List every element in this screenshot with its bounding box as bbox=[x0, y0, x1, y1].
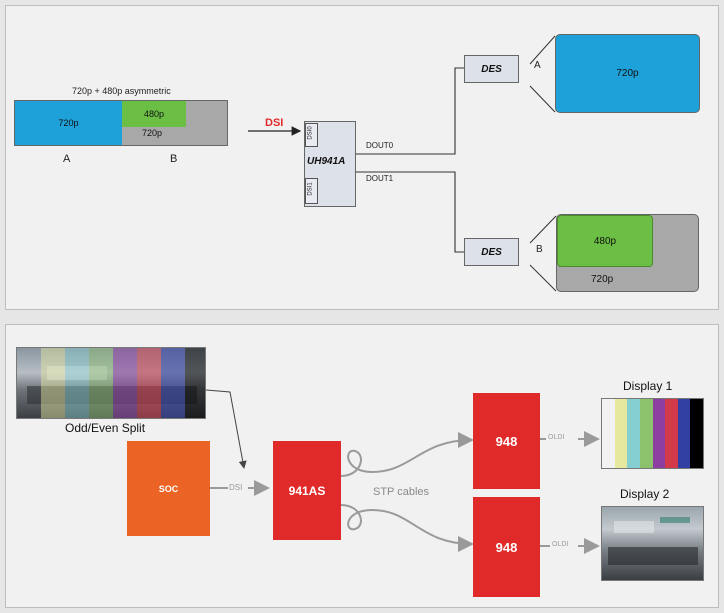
color-bar bbox=[639, 399, 653, 468]
des-948-bottom-label: 948 bbox=[495, 539, 518, 555]
display-b-480p-label: 480p bbox=[593, 235, 617, 247]
source-480p-label: 480p bbox=[143, 109, 165, 119]
source-label-b: B bbox=[170, 153, 178, 165]
color-bar bbox=[652, 399, 666, 468]
dout1-label: DOUT1 bbox=[366, 174, 394, 183]
display1-color-bars bbox=[601, 398, 704, 469]
flare-b-upper bbox=[529, 215, 557, 244]
tint-strip-6 bbox=[161, 348, 185, 418]
color-bar bbox=[614, 399, 628, 468]
dout0-line bbox=[355, 67, 465, 155]
des-bottom-label: DES bbox=[481, 246, 502, 258]
soc-label: SOC bbox=[158, 483, 179, 494]
photo-highlight bbox=[614, 521, 654, 533]
des-top-label: DES bbox=[481, 63, 502, 75]
soc-dsi-label: DSI bbox=[229, 483, 243, 492]
des-948-top: 948 bbox=[473, 393, 540, 489]
uh941a-label: UH941A bbox=[307, 156, 346, 167]
source-720p-region: 720p bbox=[15, 101, 122, 145]
tint-strip-7 bbox=[185, 348, 205, 418]
stp-cable-upper bbox=[340, 432, 474, 477]
output-label-b: B bbox=[536, 244, 543, 255]
des-948-bottom: 948 bbox=[473, 497, 540, 597]
flare-a-lower bbox=[529, 85, 556, 113]
des-948-top-label: 948 bbox=[495, 433, 518, 449]
dsi1-port bbox=[305, 178, 318, 204]
color-bar bbox=[602, 399, 615, 468]
photo-cable-accent bbox=[660, 517, 690, 523]
odd-even-split-image bbox=[16, 347, 206, 419]
flare-a-upper bbox=[529, 35, 556, 65]
color-bar bbox=[665, 399, 678, 468]
soc-block: SOC bbox=[127, 441, 210, 536]
dsi-label: DSI bbox=[265, 117, 284, 129]
display-b-720p-label: 720p bbox=[591, 274, 614, 285]
photo-shadow bbox=[608, 547, 698, 565]
source-480p-region: 480p bbox=[122, 101, 186, 127]
source-720p-b-label: 720p bbox=[142, 128, 163, 138]
dout0-label: DOUT0 bbox=[366, 141, 394, 150]
display-a: 720p bbox=[555, 34, 700, 113]
stp-cable-lower bbox=[340, 504, 474, 552]
tint-strip-3 bbox=[89, 348, 113, 418]
color-bar bbox=[690, 399, 703, 468]
tint-strip-2 bbox=[65, 348, 89, 418]
output-label-a: A bbox=[534, 60, 541, 71]
display1-label: Display 1 bbox=[623, 379, 673, 393]
tint-strip-1 bbox=[41, 348, 65, 418]
dout1-line bbox=[355, 171, 465, 253]
flare-b-lower bbox=[529, 264, 557, 292]
tint-strip-4 bbox=[113, 348, 137, 418]
tint-strip-5 bbox=[137, 348, 161, 418]
chip-941as: 941AS bbox=[273, 441, 341, 540]
source-720p-label: 720p bbox=[58, 118, 79, 128]
display2-label: Display 2 bbox=[620, 487, 670, 501]
display2-camera-image bbox=[601, 506, 704, 581]
color-bar bbox=[627, 399, 640, 468]
des-top: DES bbox=[464, 55, 519, 83]
color-bar bbox=[677, 399, 691, 468]
dsi0-port bbox=[305, 123, 318, 147]
stp-cables-label: STP cables bbox=[373, 486, 430, 498]
display-a-label: 720p bbox=[616, 68, 639, 79]
oldi1-label: OLDI bbox=[548, 434, 565, 441]
display-b-480p-region: 480p bbox=[557, 215, 653, 267]
odd-even-split-caption: Odd/Even Split bbox=[65, 421, 146, 435]
oldi2-label: OLDI bbox=[552, 541, 569, 548]
source-caption: 720p + 480p asymmetric bbox=[72, 86, 171, 96]
split-to-chip-arrow bbox=[205, 389, 247, 469]
des-bottom: DES bbox=[464, 238, 519, 266]
chip-941as-label: 941AS bbox=[288, 483, 326, 498]
photo-highlight bbox=[47, 366, 107, 380]
source-label-a: A bbox=[63, 153, 71, 165]
